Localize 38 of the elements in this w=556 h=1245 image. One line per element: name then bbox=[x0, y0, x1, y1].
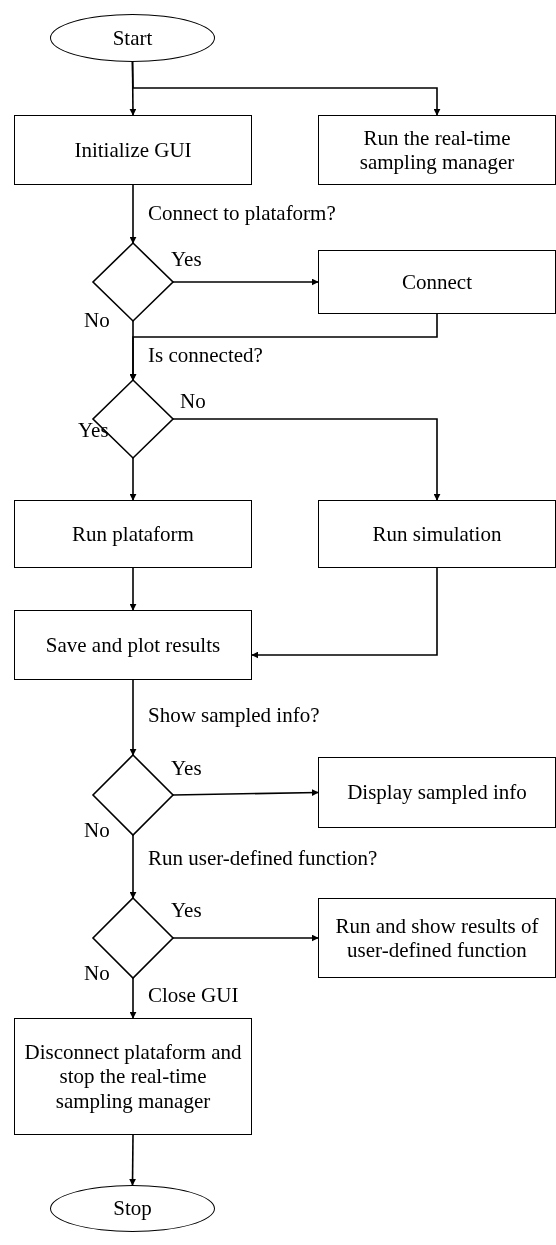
arrow bbox=[129, 184, 137, 244]
edge-label: Yes bbox=[171, 900, 202, 921]
edge-label: Yes bbox=[171, 758, 202, 779]
edge-label: Yes bbox=[171, 249, 202, 270]
process-box: Run plataform bbox=[14, 500, 252, 568]
arrow bbox=[129, 679, 137, 756]
arrow bbox=[129, 567, 137, 611]
process-box: Display sampled info bbox=[318, 757, 556, 828]
edge-label: No bbox=[84, 820, 110, 841]
arrow bbox=[129, 1134, 137, 1186]
arrow bbox=[172, 418, 441, 501]
arrow bbox=[172, 278, 319, 286]
arrow bbox=[251, 567, 438, 659]
edge-label: No bbox=[84, 310, 110, 331]
process-box: Run and show results of user-defined function bbox=[318, 898, 556, 978]
process-box: Initialize GUI bbox=[14, 115, 252, 185]
arrow bbox=[129, 320, 137, 381]
terminal-ellipse: Stop bbox=[50, 1185, 215, 1232]
edge-label: Yes bbox=[78, 420, 109, 441]
flow-label: Show sampled info? bbox=[148, 705, 320, 726]
process-box: Run the real-time sampling manager bbox=[318, 115, 556, 185]
process-box: Run simulation bbox=[318, 500, 556, 568]
arrow bbox=[129, 977, 137, 1019]
edge-label: No bbox=[180, 391, 206, 412]
edge-label: No bbox=[84, 963, 110, 984]
flow-label: Connect to plataform? bbox=[148, 203, 336, 224]
flow-label: Close GUI bbox=[148, 985, 239, 1006]
terminal-ellipse: Start bbox=[50, 14, 215, 62]
arrow bbox=[129, 457, 137, 501]
arrow bbox=[131, 61, 441, 116]
flow-label: Is connected? bbox=[148, 345, 263, 366]
arrow bbox=[172, 789, 319, 797]
flow-label: Run user-defined function? bbox=[148, 848, 378, 869]
process-box: Disconnect plataform and stop the real-time sampling manager bbox=[14, 1018, 252, 1135]
process-box: Connect bbox=[318, 250, 556, 314]
arrow bbox=[129, 834, 137, 899]
arrow bbox=[172, 934, 319, 942]
process-box: Save and plot results bbox=[14, 610, 252, 680]
